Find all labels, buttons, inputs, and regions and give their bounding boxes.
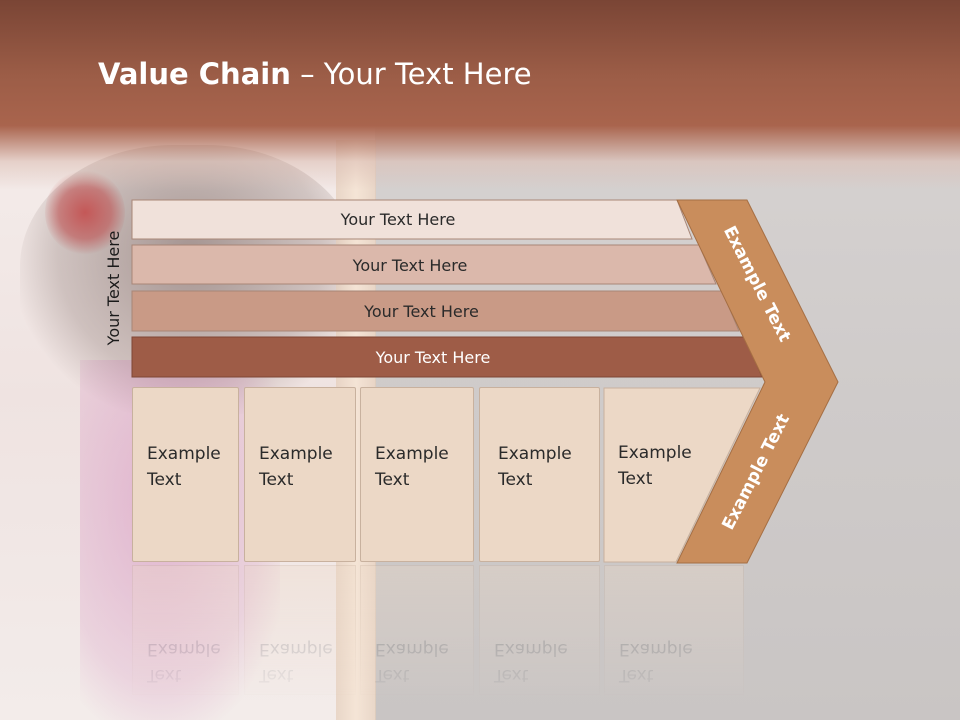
- card-3-text: Example Text: [375, 441, 475, 493]
- row-2[interactable]: Your Text Here: [132, 245, 716, 285]
- row-1-label: Your Text Here: [340, 210, 456, 229]
- card-4-line1: Example: [498, 444, 572, 464]
- row-band-3: [131, 290, 740, 332]
- card-3[interactable]: Example Text: [360, 387, 474, 562]
- row-4[interactable]: Your Text Here: [132, 337, 762, 377]
- card-1-text: Example Text: [147, 441, 247, 493]
- card-1-line2: Text: [147, 470, 182, 490]
- card-5-shape: [603, 387, 761, 563]
- row-band-4: [131, 336, 763, 378]
- row-1[interactable]: Your Text Here: [132, 200, 692, 239]
- card-5[interactable]: Example Text: [604, 387, 764, 562]
- card-2-line2: Text: [259, 470, 294, 490]
- card-2[interactable]: Example Text: [244, 387, 356, 562]
- slide-title[interactable]: Value Chain – Your Text Here: [98, 54, 532, 94]
- side-label[interactable]: Your Text Here: [104, 230, 123, 346]
- row-3-label: Your Text Here: [364, 301, 479, 321]
- row-3[interactable]: Your Text Here: [132, 291, 739, 331]
- slide-title-rest: – Your Text Here: [290, 57, 532, 91]
- card-5-line2: Text: [618, 469, 653, 489]
- card-1[interactable]: Example Text: [132, 387, 239, 562]
- card-4-text: Example Text: [498, 441, 598, 493]
- card-1-line1: Example: [147, 444, 221, 464]
- card-3-line2: Text: [375, 470, 410, 490]
- card-4-line2: Text: [498, 470, 533, 490]
- row-2-label: Your Text Here: [352, 255, 468, 275]
- card-4[interactable]: Example Text: [479, 387, 600, 562]
- header-band: [0, 0, 960, 190]
- slide-title-bold: Value Chain: [98, 57, 291, 91]
- row-band-1: [131, 199, 693, 240]
- row-band-2: [131, 244, 717, 285]
- row-4-label: Your Text Here: [375, 347, 491, 367]
- card-5-text: Example Text: [618, 440, 718, 492]
- chevron-shape: [676, 199, 839, 564]
- card-2-text: Example Text: [259, 441, 359, 493]
- card-3-line1: Example: [375, 444, 449, 464]
- card-5-line1: Example: [618, 443, 692, 463]
- card-2-line1: Example: [259, 444, 333, 464]
